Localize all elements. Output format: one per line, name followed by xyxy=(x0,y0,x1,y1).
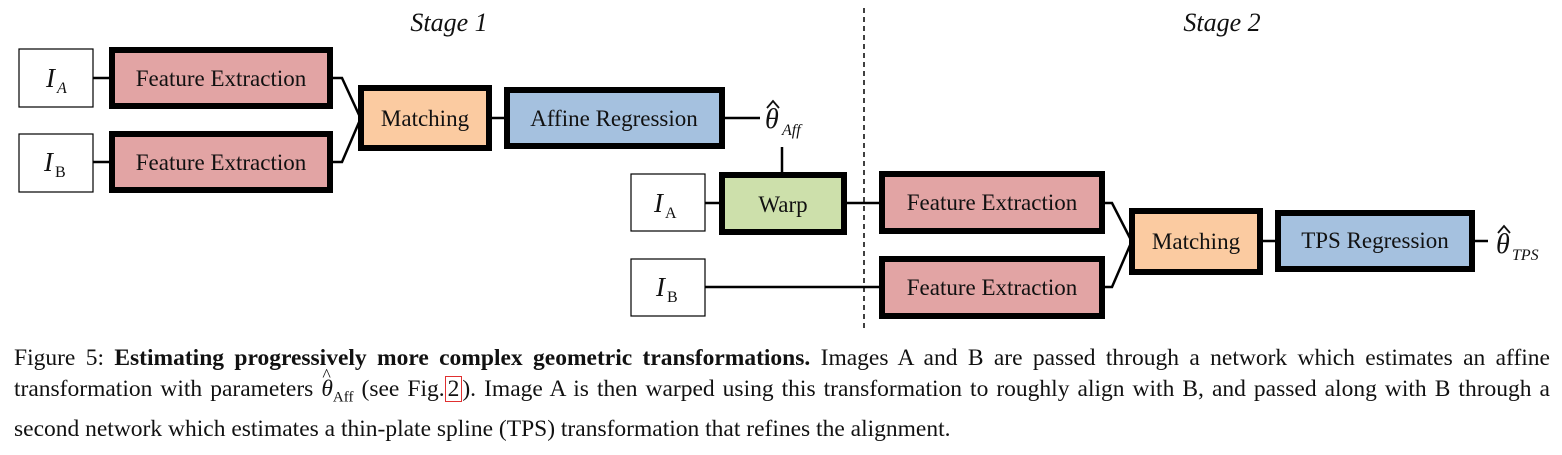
stage1-matching: Matching xyxy=(358,85,492,151)
svg-text:Matching: Matching xyxy=(1152,229,1241,254)
theta-tps-output: θ TPS xyxy=(1496,224,1539,264)
svg-text:B: B xyxy=(55,164,66,181)
figure-caption: Figure 5: Estimating progressively more … xyxy=(14,343,1550,445)
warp-box: Warp xyxy=(719,172,847,235)
caption-text-1: Images A and B are passed through a netw… xyxy=(14,345,1550,402)
stage1-input-a: I A xyxy=(18,48,94,108)
theta-aff-output: θ Aff xyxy=(765,99,803,139)
svg-text:θ: θ xyxy=(1496,229,1510,260)
caption-prefix: Figure 5: xyxy=(14,345,115,371)
caption-text-2: (see Fig. xyxy=(353,376,445,402)
pipeline-diagram: Stage 1 Stage 2 I A I B Feature Extracti… xyxy=(18,8,1539,332)
svg-text:Feature Extraction: Feature Extraction xyxy=(136,66,307,91)
caption-text-3: ). Image A is then warped using this tra… xyxy=(14,376,1550,442)
stage2-input-a: I A xyxy=(630,173,706,232)
affine-regression: Affine Regression xyxy=(504,87,725,149)
svg-text:Feature Extraction: Feature Extraction xyxy=(136,150,307,175)
caption-theta-sub: Aff xyxy=(332,389,354,406)
svg-text:Affine Regression: Affine Regression xyxy=(530,106,698,131)
svg-text:A: A xyxy=(56,80,67,97)
svg-text:A: A xyxy=(665,205,677,222)
figure-reference-link[interactable]: 2 xyxy=(444,376,463,402)
svg-text:Warp: Warp xyxy=(758,192,807,217)
stage-1-label: Stage 1 xyxy=(410,8,487,37)
stage-2-label: Stage 2 xyxy=(1183,8,1260,37)
svg-text:B: B xyxy=(667,289,678,306)
svg-text:I: I xyxy=(45,63,57,93)
svg-text:Feature Extraction: Feature Extraction xyxy=(907,275,1078,300)
tps-regression: TPS Regression xyxy=(1275,210,1475,272)
svg-text:Matching: Matching xyxy=(381,106,470,131)
svg-text:θ: θ xyxy=(765,104,779,135)
svg-text:Aff: Aff xyxy=(781,122,803,139)
stage1-feature-extraction-b: Feature Extraction xyxy=(109,131,333,193)
stage2-matching: Matching xyxy=(1129,208,1263,275)
svg-text:Feature Extraction: Feature Extraction xyxy=(907,190,1078,215)
stage2-input-b: I B xyxy=(630,258,706,317)
caption-bold-title: Estimating progressively more complex ge… xyxy=(114,345,811,371)
stage2-feature-extraction-b: Feature Extraction xyxy=(879,256,1105,319)
svg-text:TPS Regression: TPS Regression xyxy=(1301,228,1449,253)
svg-text:I: I xyxy=(655,272,667,302)
stage1-input-b: I B xyxy=(18,133,94,193)
svg-text:TPS: TPS xyxy=(1512,247,1539,264)
stage2-feature-extraction-a: Feature Extraction xyxy=(879,171,1105,234)
svg-text:I: I xyxy=(653,188,665,218)
svg-text:I: I xyxy=(43,147,55,177)
stage1-feature-extraction-a: Feature Extraction xyxy=(109,47,333,109)
caption-theta: θ xyxy=(321,360,333,405)
